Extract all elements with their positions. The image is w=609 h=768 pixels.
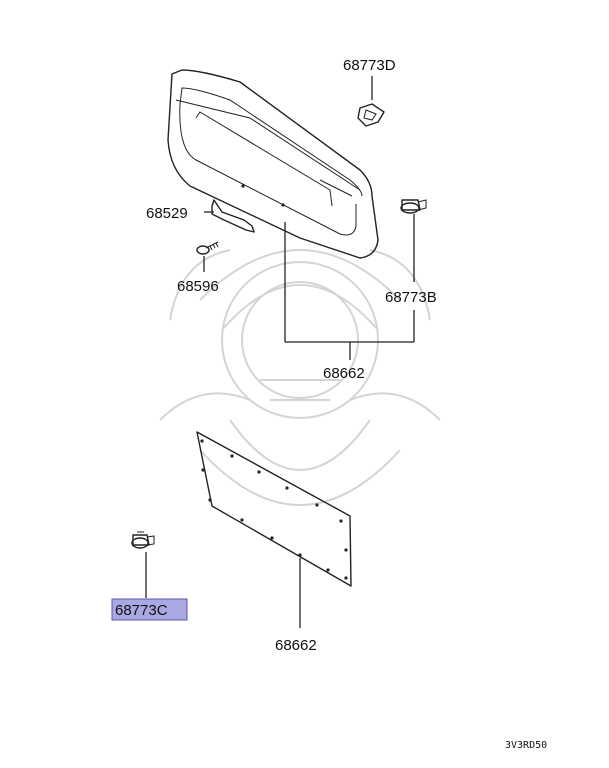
label-68662-panel[interactable]: 68662 [275,637,317,654]
label-68662-group[interactable]: 68662 [323,365,365,382]
label-68529[interactable]: 68529 [146,205,188,222]
screw-icon [196,241,219,255]
clip-left-icon [131,531,155,549]
highlight-box [111,598,188,621]
diagram-code: 3V3RD50 [505,740,547,751]
group-bracket [284,222,415,360]
lower-panel [196,431,352,587]
handle-icon [211,199,255,233]
upper-trim-panel [167,69,379,259]
label-68773C[interactable]: 68773C [115,602,168,619]
watermark-emblem [159,249,441,506]
label-68773B[interactable]: 68773B [385,289,437,306]
clip-top-icon [357,103,385,127]
label-68596[interactable]: 68596 [177,278,219,295]
clip-right-icon [400,199,427,214]
label-68773D[interactable]: 68773D [343,57,396,74]
